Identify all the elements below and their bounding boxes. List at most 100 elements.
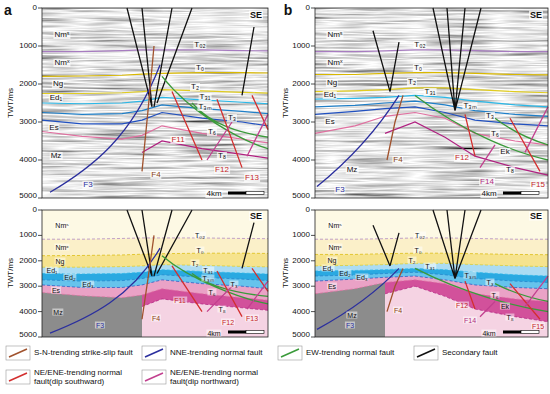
section-label: T₂ (408, 257, 417, 264)
section-label: Ed₂ (63, 274, 76, 281)
seismic-image (42, 8, 268, 198)
section-label: Mz (50, 152, 63, 160)
section-label: T₈ (505, 166, 515, 174)
section-label: T₃ (229, 281, 238, 288)
tick-label: 4000 (19, 156, 37, 164)
section-label: 4km (206, 330, 221, 337)
fault-label: F13 (245, 315, 259, 322)
section-label: T₀ (413, 247, 422, 254)
fault-label: F12 (455, 302, 469, 309)
tick-label: 4000 (292, 156, 310, 164)
section-label: T₆ (207, 128, 217, 136)
scale-bar (228, 192, 539, 334)
tick-label: 0 (306, 4, 310, 12)
section-label: T₃ (485, 279, 494, 286)
tick-label: 2000 (292, 257, 310, 265)
section-label: Mz (346, 166, 359, 174)
fault-label: F4 (392, 156, 403, 164)
tick-label: 0 (33, 4, 37, 12)
section-label: T₀₂ (414, 232, 426, 239)
tick-label: 1000 (19, 42, 37, 50)
section-label: Ek (500, 303, 510, 310)
section-label: Ed₃ (355, 274, 368, 281)
fault-label: F13 (244, 174, 260, 182)
fault-label: F12 (221, 319, 235, 326)
section-label: T₃ (485, 112, 495, 120)
section-label: Nmˣ (327, 244, 342, 251)
section-label: Nmˢ (53, 31, 70, 39)
section-label: T₀ (413, 64, 423, 72)
section-label: T₀ (195, 64, 205, 72)
section-label: T₃₁ (424, 88, 437, 96)
tick-label: 1000 (292, 42, 310, 50)
fault-label: F12 (214, 166, 230, 174)
axis-title: TWT/ms (7, 258, 15, 288)
section-label: T₂ (407, 78, 417, 86)
direction-label: SE (529, 11, 543, 20)
section-label: T₈ (505, 314, 514, 321)
section-label: T₃ₘ (463, 272, 476, 279)
direction-label: SE (529, 212, 543, 221)
fault-label: F14 (479, 178, 495, 186)
fault-label: F3 (95, 322, 105, 329)
fault-label: F4 (151, 315, 161, 322)
section-label: T₃₁ (202, 267, 214, 274)
tick-label: 1000 (19, 231, 37, 239)
axis-title: TWT/ms (7, 88, 15, 118)
tick-label: 2000 (292, 80, 310, 88)
section-label: Ed₁ (46, 267, 59, 274)
fault-label: F14 (463, 317, 477, 324)
section-label: T₃₁ (424, 263, 436, 270)
fault-label: F12 (454, 154, 470, 162)
section-label: 4km (480, 190, 497, 198)
section-label: T₀₂ (193, 41, 206, 49)
section-label: T₀ (195, 247, 204, 254)
panel-letter: b (284, 3, 293, 17)
section-label: Es (324, 118, 335, 126)
fault-label: F3 (334, 186, 345, 194)
panel-letter: a (4, 3, 12, 17)
section-label: Nmˣ (53, 59, 70, 67)
section-label: Es (48, 124, 59, 132)
section-label: T₃ₘ (462, 102, 477, 110)
tick-label: 5000 (19, 192, 37, 200)
panel-frame (38, 8, 548, 337)
section-label: Nmˢ (54, 222, 69, 229)
section-label: T₆ (490, 130, 500, 138)
section-label: Nmˣ (54, 244, 69, 251)
section-label: Mz (346, 312, 357, 319)
legend-text: NE/ENE-trending normal fault(dip northwa… (170, 368, 274, 386)
geologic-section (315, 210, 548, 337)
axis-title: TWT/ms (282, 88, 290, 118)
section-label: Ed₁ (323, 91, 337, 99)
tick-label: 1000 (292, 231, 310, 239)
interpreted-overlay (42, 8, 268, 198)
geologic-section (42, 210, 268, 337)
section-label: T₆ (207, 289, 216, 296)
section-label: T₃ₘ (197, 103, 212, 111)
section-label: Nmˣ (326, 59, 343, 67)
tick-label: 3000 (19, 282, 37, 290)
section-label: Ng (327, 257, 338, 264)
interpreted-overlay (315, 8, 548, 198)
tick-label: 4000 (19, 308, 37, 316)
section-label: T₃ (227, 114, 237, 122)
tick-label: 0 (33, 206, 37, 214)
legend-text: Secondary fault (442, 348, 546, 357)
tick-label: 3000 (19, 118, 37, 126)
section-label: T₀₂ (413, 41, 426, 49)
section-label: Ng (55, 258, 66, 265)
section-label: Ek (499, 148, 510, 156)
section-label: T₃ₘ (201, 275, 214, 282)
section-label: T₆ (490, 292, 499, 299)
legend-text: S-N-trending strike-slip fault (34, 348, 138, 357)
section-label: Ng (326, 79, 338, 87)
tick-label: 2000 (19, 80, 37, 88)
section-label: T₈ (217, 306, 226, 313)
fault-label: F15 (530, 181, 546, 189)
seismic-image (315, 8, 548, 198)
section-label: Ed₂ (338, 270, 351, 277)
section-label: T₈ (217, 152, 227, 160)
